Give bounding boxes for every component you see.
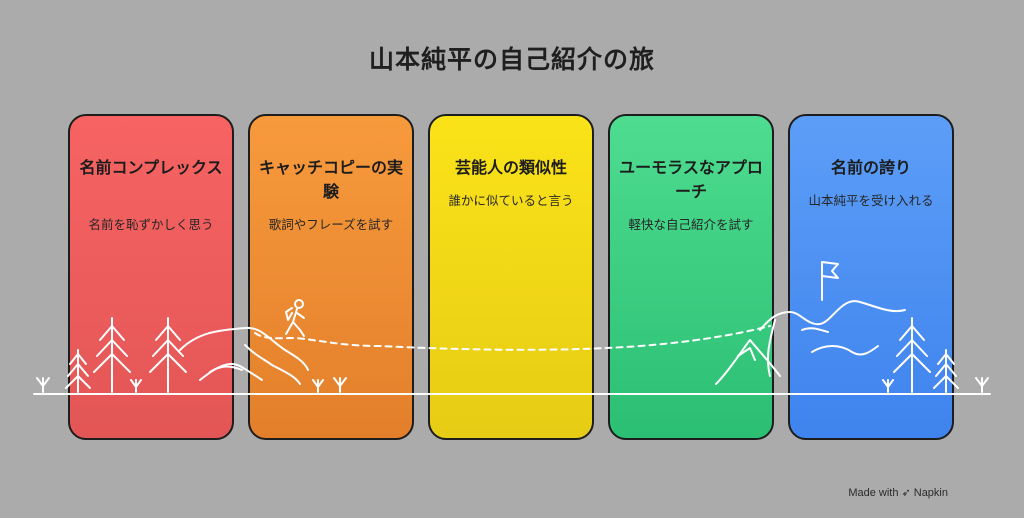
hiker-icon bbox=[285, 299, 305, 337]
mountain-outline bbox=[801, 327, 829, 333]
tree-icon bbox=[93, 317, 131, 393]
credit-brand: Napkin bbox=[913, 487, 948, 499]
mountain-outline bbox=[737, 347, 756, 361]
napkin-logo-icon: ➶ bbox=[901, 487, 911, 499]
credit-label: Made with bbox=[848, 487, 899, 499]
stage-card-2: キャッチコピーの実験 歌詞やフレーズを試す bbox=[248, 114, 414, 440]
grass-icon bbox=[36, 377, 989, 393]
stage-card-5: 名前の誇り 山本純平を受け入れる bbox=[788, 114, 954, 440]
mountain-outline bbox=[715, 339, 781, 385]
stage-card-1: 名前コンプレックス 名前を恥ずかしく思う bbox=[68, 114, 234, 440]
tree-icon bbox=[149, 317, 187, 393]
tree-icon bbox=[933, 349, 959, 393]
stage-description: 歌詞やフレーズを試す bbox=[268, 217, 394, 232]
tree-icon bbox=[65, 349, 91, 393]
stage-description: 軽快な自己紹介を試す bbox=[628, 217, 754, 232]
stage-title: 芸能人の類似性 bbox=[454, 158, 567, 177]
stage-title: 名前コンプレックス bbox=[79, 158, 223, 177]
stage-description: 名前を恥ずかしく思う bbox=[88, 217, 214, 232]
hill-outline bbox=[244, 344, 301, 385]
hill-outline bbox=[209, 365, 243, 373]
stage-title: 名前の誇り bbox=[830, 158, 911, 177]
mountain-outline bbox=[811, 345, 879, 356]
stage-title: ユーモラスなアプローチ bbox=[619, 158, 763, 201]
made-with-credit: Made with ➶Napkin bbox=[848, 486, 948, 499]
tree-icon bbox=[893, 317, 931, 393]
stage-card-3: 芸能人の類似性 誰かに似ていると言う bbox=[428, 114, 594, 440]
trail-path bbox=[254, 325, 771, 351]
stage-description: 山本純平を受け入れる bbox=[808, 193, 934, 208]
stage-title: キャッチコピーの実験 bbox=[258, 158, 403, 201]
hill-outline bbox=[179, 326, 309, 371]
stage-card-4: ユーモラスなアプローチ 軽快な自己紹介を試す bbox=[608, 114, 774, 440]
stage-description: 誰かに似ていると言う bbox=[448, 193, 574, 208]
mountain-outline bbox=[766, 319, 776, 377]
mountain-outline bbox=[759, 300, 906, 331]
diagram-title: 山本純平の自己紹介の旅 bbox=[368, 45, 655, 74]
flag-icon bbox=[821, 261, 839, 301]
